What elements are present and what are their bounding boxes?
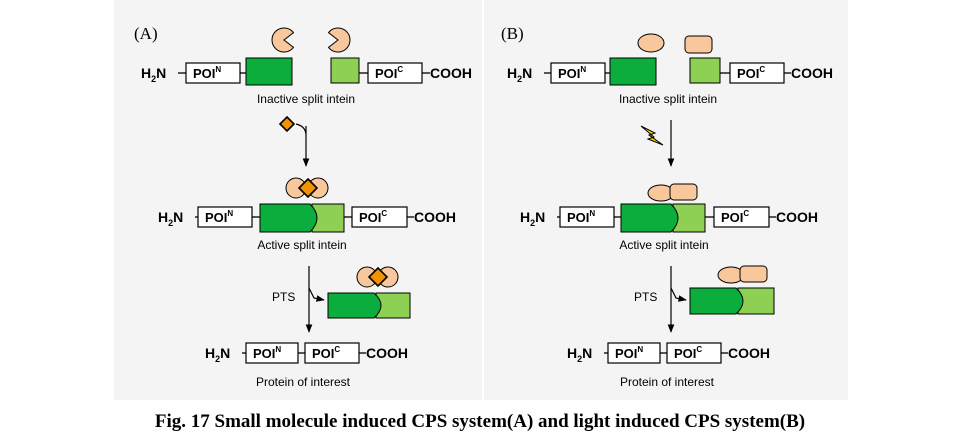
a-released-intein-n-part xyxy=(327,292,382,319)
a-arrow1-hook xyxy=(295,123,307,135)
b-released-photo-right xyxy=(739,265,768,283)
a-row3-h2n: H2N xyxy=(205,345,230,364)
a-inactive-label: Inactive split intein xyxy=(257,92,355,106)
b-row2-intein-n-part xyxy=(620,203,679,233)
b-inactive-label: Inactive split intein xyxy=(619,92,717,106)
a-row1-poi-c-label: POIC xyxy=(375,65,403,81)
b-pts-branch xyxy=(670,287,687,302)
a-row2-poi-n-label: POIN xyxy=(205,209,233,225)
a-row1-binder-right xyxy=(327,27,351,53)
a-released-small-molecule xyxy=(367,266,389,288)
b-row3-h2n: H2N xyxy=(567,345,592,364)
b-row1-poi-c-label: POIC xyxy=(737,65,765,81)
a-row1-intein-n xyxy=(245,57,293,86)
a-row2-poi-c-label: POIC xyxy=(359,209,387,225)
b-row3-cooh: COOH xyxy=(728,345,770,361)
a-row1-intein-c xyxy=(330,57,360,84)
b-released-intein-n-part xyxy=(689,287,744,315)
b-row2-poi-c-label: POIC xyxy=(721,209,749,225)
a-row2-intein-n-part xyxy=(259,203,318,233)
a-protein-label: Protein of interest xyxy=(256,375,351,389)
b-row2-cooh: COOH xyxy=(776,209,818,225)
b-released-intein-c-part xyxy=(737,287,775,315)
a-row3-poi-c-label: POIC xyxy=(312,345,340,361)
a-row1-h2n: H2N xyxy=(141,65,166,84)
b-row1-intein-c xyxy=(689,57,721,84)
b-row1-cooh: COOH xyxy=(791,65,833,81)
a-row3-cooh: COOH xyxy=(366,345,408,361)
b-row1-poi-n-label: POIN xyxy=(558,65,586,81)
a-row1-cooh: COOH xyxy=(430,65,472,81)
b-row2-h2n: H2N xyxy=(520,209,545,228)
a-row2-small-molecule xyxy=(297,177,319,199)
a-row2-cooh: COOH xyxy=(414,209,456,225)
a-active-label: Active split intein xyxy=(257,238,346,252)
b-row2-poi-n-label: POIN xyxy=(567,209,595,225)
b-light-icon xyxy=(640,125,664,146)
panel-b-label: (B) xyxy=(501,24,524,43)
a-row1-poi-n-label: POIN xyxy=(193,65,221,81)
b-row1-intein-n xyxy=(609,57,657,86)
a-small-molecule xyxy=(278,115,296,133)
a-pts-branch xyxy=(308,287,325,302)
panel-a-label: (A) xyxy=(134,24,158,43)
b-row3-poi-n-label: POIN xyxy=(615,345,643,361)
a-row2-h2n: H2N xyxy=(158,209,183,228)
a-row3-poi-n-label: POIN xyxy=(253,345,281,361)
b-active-label: Active split intein xyxy=(619,238,708,252)
b-pts-label: PTS xyxy=(634,290,657,304)
a-pts-label: PTS xyxy=(272,290,295,304)
b-protein-label: Protein of interest xyxy=(620,375,715,389)
figure-caption: Fig. 17 Small molecule induced CPS syste… xyxy=(154,411,806,432)
b-row3-poi-c-label: POIC xyxy=(674,345,702,361)
b-row1-photo-right xyxy=(684,35,713,54)
b-row1-h2n: H2N xyxy=(507,65,532,84)
b-row2-photo-right xyxy=(669,183,698,201)
b-row1-photo-left xyxy=(637,33,665,53)
a-row1-binder-left xyxy=(271,27,295,53)
